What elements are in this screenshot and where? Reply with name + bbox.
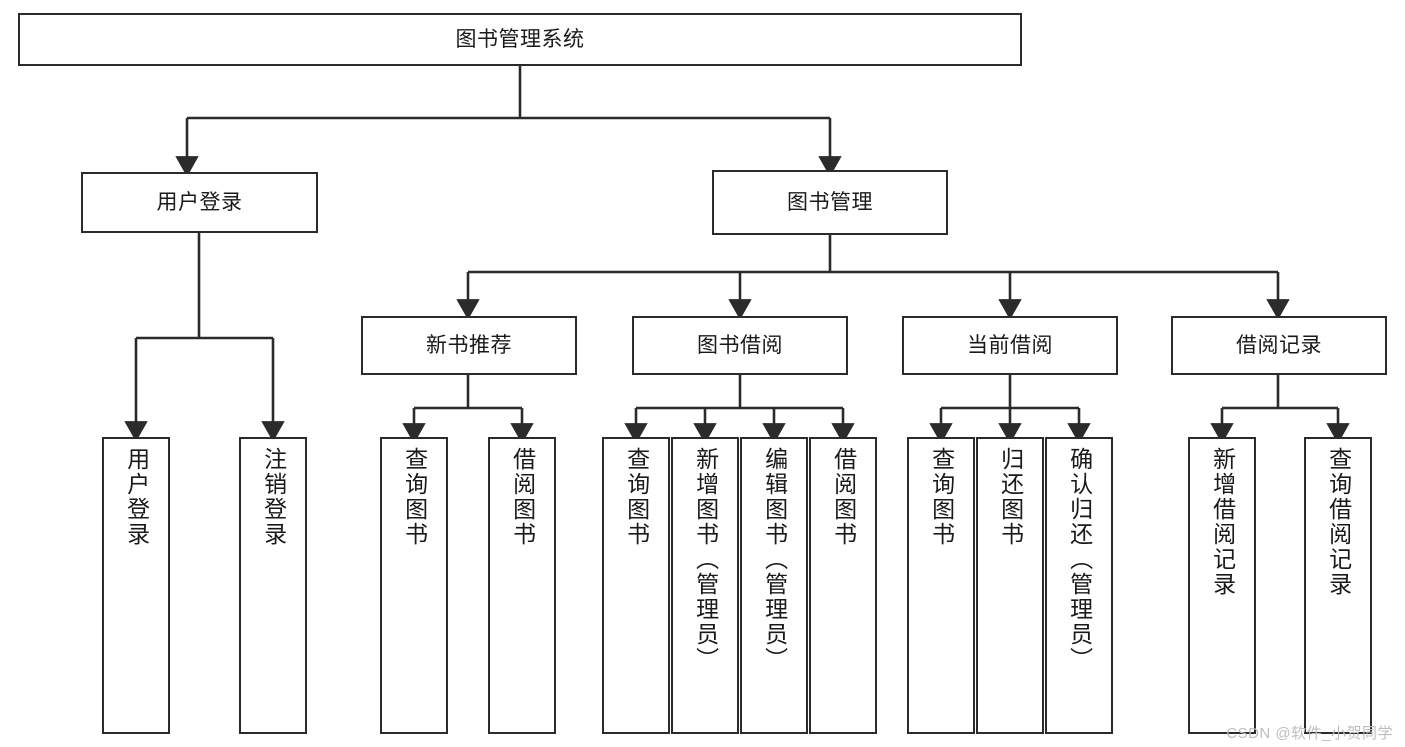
node-label: 借阅图书 <box>509 447 536 547</box>
node-book-borrow[interactable]: 图书借阅 <box>632 316 848 375</box>
leaf-book-borrow-edit[interactable]: 编辑图书（管理员） <box>740 437 808 734</box>
leaf-current-borrow-query[interactable]: 查询图书 <box>907 437 975 734</box>
csdn-watermark: CSDN @软件_小贺同学 <box>1226 725 1393 742</box>
leaf-borrow-record-query[interactable]: 查询借阅记录 <box>1304 437 1372 734</box>
node-label: 查询借阅记录 <box>1325 447 1352 597</box>
node-current-borrow[interactable]: 当前借阅 <box>902 316 1118 375</box>
leaf-current-borrow-confirm-return[interactable]: 确认归还（管理员） <box>1045 437 1113 734</box>
node-label: 新书推荐 <box>426 333 512 357</box>
node-label: 注销登录 <box>260 447 287 547</box>
node-label: 归还图书 <box>997 447 1024 547</box>
node-label: 用户登录 <box>156 190 243 214</box>
node-borrow-record[interactable]: 借阅记录 <box>1171 316 1387 375</box>
leaf-current-borrow-return[interactable]: 归还图书 <box>976 437 1044 734</box>
leaf-book-borrow-add[interactable]: 新增图书（管理员） <box>671 437 739 734</box>
leaf-book-borrow-query[interactable]: 查询图书 <box>602 437 670 734</box>
leaf-user-login-login[interactable]: 用户登录 <box>102 437 170 734</box>
leaf-new-book-borrow[interactable]: 借阅图书 <box>488 437 556 734</box>
node-label: 编辑图书（管理员） <box>761 447 788 672</box>
node-label: 当前借阅 <box>967 333 1053 357</box>
leaf-book-borrow-borrow[interactable]: 借阅图书 <box>809 437 877 734</box>
node-label: 新增借阅记录 <box>1209 447 1236 597</box>
node-label: 图书管理系统 <box>455 27 585 51</box>
node-label: 确认归还（管理员） <box>1066 447 1093 672</box>
node-label: 借阅记录 <box>1236 333 1322 357</box>
node-label: 新增图书（管理员） <box>692 447 719 672</box>
node-label: 图书借阅 <box>697 333 783 357</box>
node-user-login[interactable]: 用户登录 <box>81 172 318 233</box>
node-label: 查询图书 <box>623 447 650 547</box>
node-label: 查询图书 <box>928 447 955 547</box>
node-new-book-recommend[interactable]: 新书推荐 <box>361 316 577 375</box>
leaf-borrow-record-add[interactable]: 新增借阅记录 <box>1188 437 1256 734</box>
leaf-user-login-logout[interactable]: 注销登录 <box>239 437 307 734</box>
node-label: 用户登录 <box>123 447 150 547</box>
node-label: 借阅图书 <box>830 447 857 547</box>
leaf-new-book-query[interactable]: 查询图书 <box>380 437 448 734</box>
node-label: 查询图书 <box>401 447 428 547</box>
node-label: 图书管理 <box>787 190 873 214</box>
node-root-system[interactable]: 图书管理系统 <box>18 13 1022 66</box>
node-book-management[interactable]: 图书管理 <box>712 170 948 235</box>
